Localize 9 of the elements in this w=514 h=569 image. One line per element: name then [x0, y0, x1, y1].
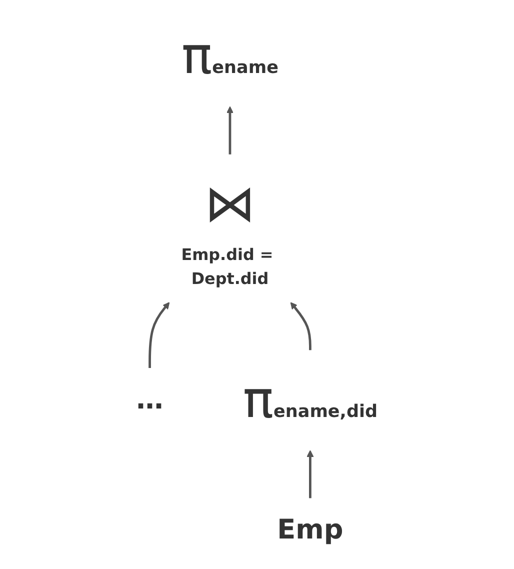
arrow	[306, 450, 314, 498]
node-text: …	[136, 384, 164, 416]
arrow	[226, 106, 234, 154]
node-text: πename,did	[242, 370, 378, 430]
arrow	[148, 302, 170, 368]
node-text: πename	[182, 27, 279, 86]
node-text: ⋈	[204, 175, 256, 234]
arrow	[290, 302, 312, 350]
node-text: Emp	[277, 514, 344, 546]
